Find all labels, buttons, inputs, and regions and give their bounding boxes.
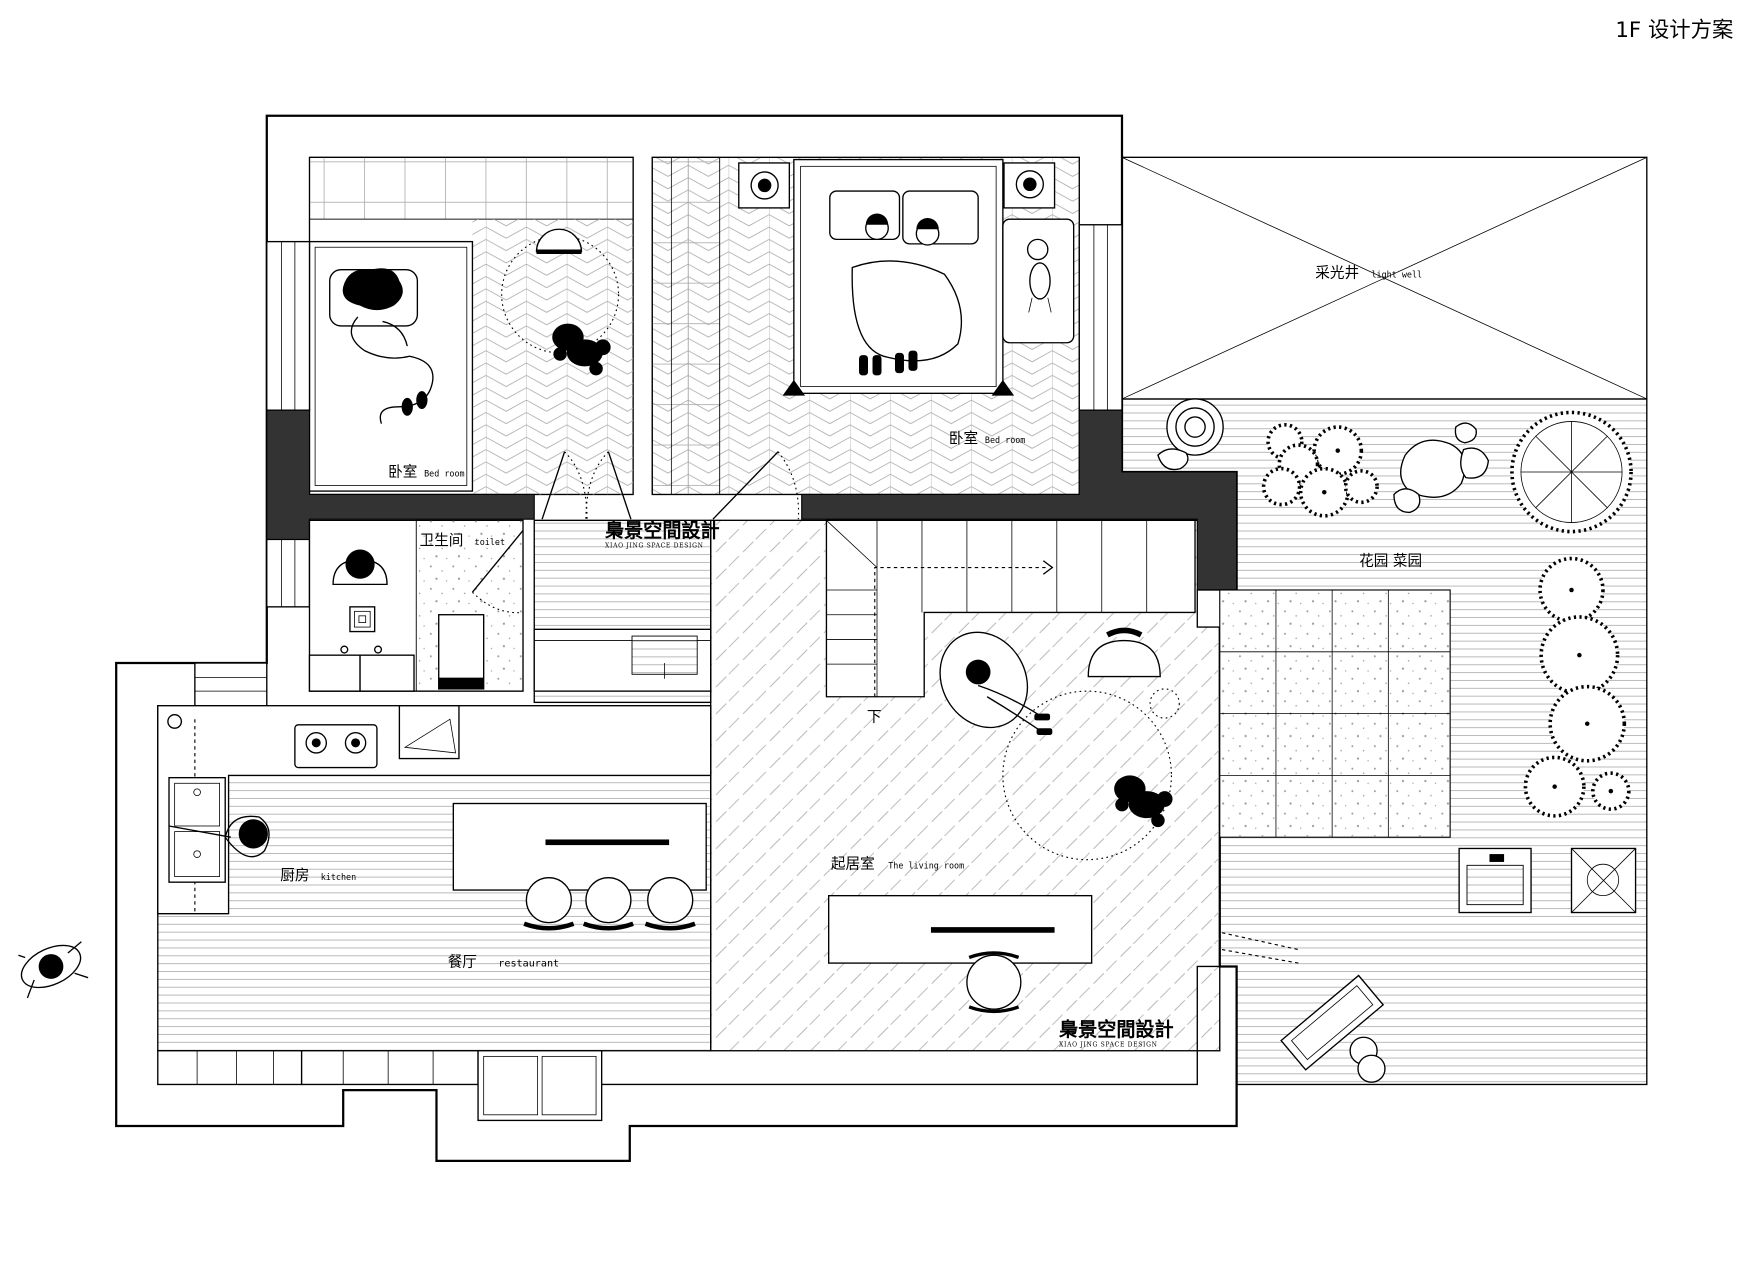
person-cooking-icon	[168, 815, 270, 858]
bar-stools	[523, 877, 696, 931]
logo-subtitle: XIAO JING SPACE DESIGN	[605, 542, 704, 549]
corridor	[533, 519, 712, 704]
person-walking-icon	[18, 941, 89, 999]
kitchen-dining: 厨房 kitchen 餐厅 restaurant	[157, 705, 712, 1052]
stairs-down-label: 下	[867, 708, 882, 725]
restaurant-label: 餐厅	[448, 953, 477, 970]
chair-icon	[966, 951, 1022, 1014]
bottom-wall-details	[157, 965, 1220, 1122]
birdbath-icon	[1157, 398, 1224, 471]
kitchen-label: 厨房	[280, 867, 309, 884]
baby-crib-icon	[1002, 218, 1075, 344]
cushion-icon	[1149, 688, 1180, 719]
arrow-head-icon	[1042, 560, 1054, 575]
stool-icon	[523, 877, 575, 931]
shrub-icon	[1548, 684, 1627, 763]
round-rug	[1002, 690, 1173, 861]
rock-icon	[1393, 422, 1490, 514]
fridge-icon	[398, 705, 460, 760]
garden-features: 花园 菜园 采光井 light well	[1157, 265, 1637, 1083]
bedroom-left-door	[541, 451, 632, 520]
structural-wall-left	[266, 409, 535, 540]
stool-icon	[644, 877, 696, 931]
living-room-label-en: The living room	[888, 861, 964, 871]
toilet-label-en: toilet	[475, 537, 505, 547]
staircase: 下	[825, 519, 1196, 725]
sleeping-person-icon	[342, 268, 434, 424]
tv-console	[828, 894, 1093, 964]
stool-icon	[582, 877, 634, 931]
stair-direction-arrow	[874, 566, 1048, 697]
dog-icon	[552, 323, 611, 376]
bbq-grill-icon	[1458, 847, 1532, 914]
light-well-label-en: light well	[1371, 270, 1422, 280]
lounge-chair-with-person-icon	[939, 631, 1053, 735]
vanity-icon	[308, 645, 415, 692]
living-furniture: 起居室 The living room	[828, 627, 1180, 1014]
logo-name: 梟景空間設計	[604, 519, 720, 542]
bedroom-right-door	[712, 451, 800, 520]
light-well	[1121, 156, 1648, 400]
toilet-door	[471, 530, 524, 614]
bedroom-right-label-en: Bed room	[985, 435, 1025, 445]
restaurant-label-en: restaurant	[498, 958, 559, 969]
toilet-room: 卫生间 toilet	[308, 519, 524, 692]
couple-sleeping-icon	[851, 213, 963, 376]
shrub-cluster-icon	[1261, 422, 1379, 518]
shrub-icon	[1591, 771, 1631, 811]
sun-lounger-icon	[1280, 974, 1386, 1083]
kitchen-label-en: kitchen	[321, 872, 356, 882]
bedroom-left: 卧室 Bed room	[308, 156, 634, 496]
nightstand-lamp-icon	[1003, 162, 1056, 209]
washing-machine-icon	[438, 614, 485, 690]
counter-corner	[167, 714, 183, 729]
planter-box-icon	[1570, 847, 1637, 914]
drawing-title: 1F 设计方案	[1615, 18, 1733, 43]
bedroom-right: 卧室 Bed room	[651, 156, 1080, 496]
stove-icon	[294, 724, 378, 769]
light-well-label: 采光井	[1315, 265, 1359, 282]
paving-area	[1219, 589, 1451, 838]
kitchen-island	[452, 802, 707, 891]
toilet-label: 卫生间	[420, 532, 464, 549]
studio-logo: 梟景空間設計 XIAO JING SPACE DESIGN	[1058, 1018, 1174, 1048]
studio-logo: 梟景空間設計 XIAO JING SPACE DESIGN	[604, 519, 720, 549]
chair-icon	[535, 228, 583, 254]
floor-drain-icon	[349, 606, 376, 633]
person-icon	[332, 549, 388, 586]
logo-subtitle: XIAO JING SPACE DESIGN	[1059, 1041, 1158, 1048]
shrub-icon	[1523, 755, 1586, 818]
living-room-label: 起居室	[831, 856, 875, 873]
bedroom-right-label: 卧室	[949, 430, 978, 447]
dog-icon	[1114, 775, 1173, 828]
shrub-icon	[1538, 556, 1605, 624]
logo-name: 梟景空間設計	[1058, 1018, 1174, 1041]
windows	[194, 224, 1123, 707]
garden-label: 花园 菜园	[1359, 552, 1422, 569]
bedroom-left-label-en: Bed room	[424, 468, 465, 478]
bedroom-left-label: 卧室	[388, 463, 417, 480]
tree-icon	[1510, 410, 1633, 534]
shrub-icon	[1539, 615, 1620, 696]
sink-icon	[168, 776, 226, 883]
nightstand-lamp-icon	[738, 162, 791, 209]
armchair-icon	[1087, 627, 1161, 678]
